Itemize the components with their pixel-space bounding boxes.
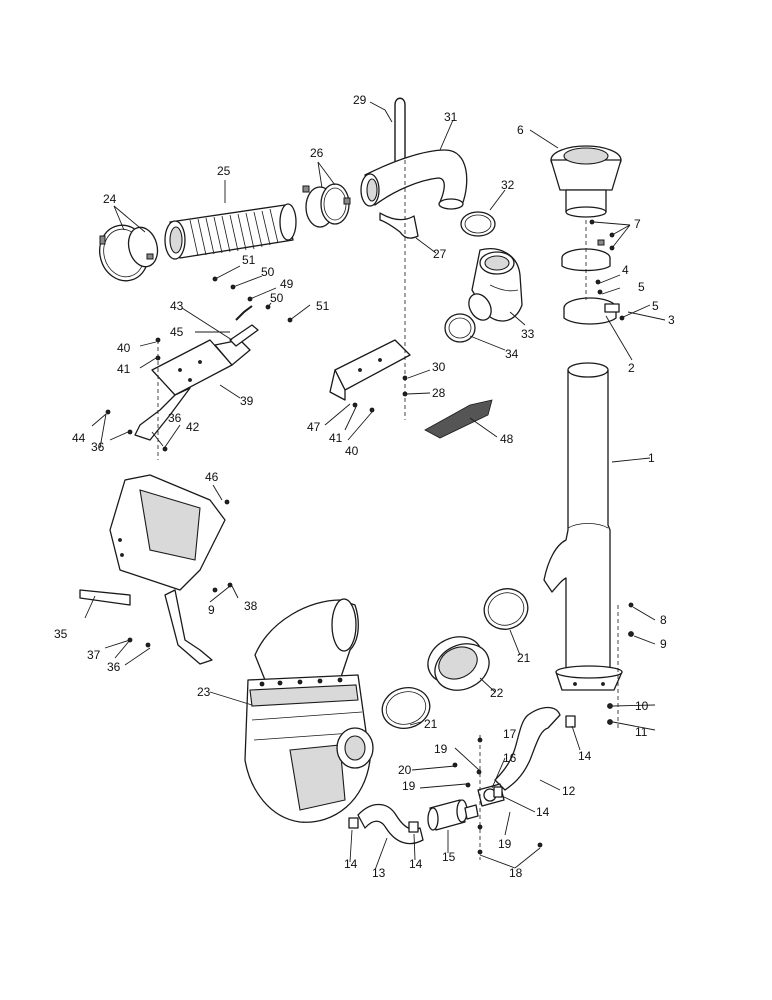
- seal-clamp-upper: [483, 588, 529, 630]
- callout-51b: 51: [316, 299, 330, 313]
- callout-30: 30: [432, 360, 446, 374]
- callout-32: 32: [501, 178, 515, 192]
- callout-14a: 14: [578, 749, 592, 763]
- callout-27: 27: [433, 247, 447, 261]
- callout-22: 22: [490, 686, 504, 700]
- frame-bracket: [329, 339, 411, 401]
- band-clamp-upper: [460, 211, 496, 237]
- pipe-bracket: [379, 212, 419, 239]
- callout-39: 39: [240, 394, 254, 408]
- callout-16: 16: [503, 751, 517, 765]
- callout-50b: 50: [270, 291, 284, 305]
- callout-47: 47: [307, 420, 321, 434]
- support-bracket: [79, 474, 226, 665]
- callout-41a: 41: [117, 362, 131, 376]
- callout-9b: 9: [660, 637, 667, 651]
- callout-19b: 19: [402, 779, 416, 793]
- callout-11: 11: [635, 725, 648, 739]
- callout-3: 3: [668, 313, 675, 327]
- callout-21b: 21: [424, 717, 438, 731]
- callout-7: 7: [634, 217, 641, 231]
- callout-36b: 36: [168, 411, 182, 425]
- inline-fitting: [427, 799, 479, 831]
- callout-4: 4: [622, 263, 629, 277]
- callout-43: 43: [170, 299, 184, 313]
- callout-37: 37: [87, 648, 101, 662]
- callout-36a: 36: [91, 440, 105, 454]
- callout-36c: 36: [107, 660, 121, 674]
- hose-clamp-pair-left: [99, 224, 159, 282]
- callout-28: 28: [432, 386, 446, 400]
- callout-40a: 40: [117, 341, 131, 355]
- callout-5a: 5: [638, 280, 645, 294]
- callout-24: 24: [103, 192, 117, 206]
- callout-38: 38: [244, 599, 258, 613]
- callout-12: 12: [562, 784, 576, 798]
- band-clamp-lower: [444, 313, 476, 343]
- hose-clamp-pair-right: [302, 183, 351, 228]
- callout-33: 33: [521, 327, 535, 341]
- aftertreatment-module: [244, 598, 374, 823]
- callout-29: 29: [353, 93, 367, 107]
- callout-13: 13: [372, 866, 386, 880]
- callout-51a: 51: [242, 253, 256, 267]
- mounting-bracket: [134, 339, 251, 441]
- callout-23: 23: [197, 685, 211, 699]
- elbow-pipe: [360, 149, 468, 210]
- exhaust-stack: [543, 362, 623, 691]
- callout-21a: 21: [517, 651, 531, 665]
- callout-25: 25: [217, 164, 231, 178]
- support-rod: [394, 97, 406, 162]
- callout-6: 6: [517, 123, 524, 137]
- callout-26: 26: [310, 146, 324, 160]
- callout-44: 44: [72, 431, 86, 445]
- callout-42: 42: [186, 420, 200, 434]
- callout-50a: 50: [261, 265, 275, 279]
- callout-1: 1: [648, 451, 655, 465]
- fastener-hardware: [105, 219, 634, 855]
- callout-34: 34: [505, 347, 519, 361]
- callout-49: 49: [280, 277, 294, 291]
- callout-35: 35: [54, 627, 68, 641]
- callout-8: 8: [660, 613, 667, 627]
- upper-hose: [494, 706, 561, 791]
- callout-14c: 14: [344, 857, 358, 871]
- seal-clamp-lower: [381, 687, 431, 729]
- callout-20: 20: [398, 763, 412, 777]
- callout-17: 17: [503, 727, 517, 741]
- pipe-seal: [427, 636, 490, 691]
- callout-40b: 40: [345, 444, 359, 458]
- callout-18: 18: [509, 866, 523, 880]
- small-hardware: [229, 305, 259, 347]
- callout-48: 48: [500, 432, 514, 446]
- bellows-hose: [164, 203, 297, 260]
- callout-19c: 19: [498, 837, 512, 851]
- lower-hose: [357, 803, 424, 845]
- callout-41b: 41: [329, 431, 343, 445]
- callout-14d: 14: [409, 857, 423, 871]
- callout-2: 2: [628, 361, 635, 375]
- mesh-screen: [424, 399, 493, 439]
- rain-cap: [550, 145, 622, 218]
- assembly-centerlines: [157, 160, 619, 860]
- callout-31: 31: [444, 110, 458, 124]
- leader-lines: [84, 101, 666, 871]
- callout-19a: 19: [434, 742, 448, 756]
- callout-9a: 9: [208, 603, 215, 617]
- callout-46: 46: [205, 470, 219, 484]
- callout-labels: 1 2 3 4 5 5 6 7 8 9 10 11 12 13 14 14 14…: [54, 93, 675, 880]
- hose-clamps-small: [348, 715, 576, 833]
- stack-clamp: [563, 297, 620, 325]
- elbow-connector: [468, 248, 523, 322]
- callout-15: 15: [442, 850, 456, 864]
- callout-10: 10: [635, 699, 649, 713]
- callout-45: 45: [170, 325, 184, 339]
- callout-14b: 14: [536, 805, 550, 819]
- callout-5b: 5: [652, 299, 659, 313]
